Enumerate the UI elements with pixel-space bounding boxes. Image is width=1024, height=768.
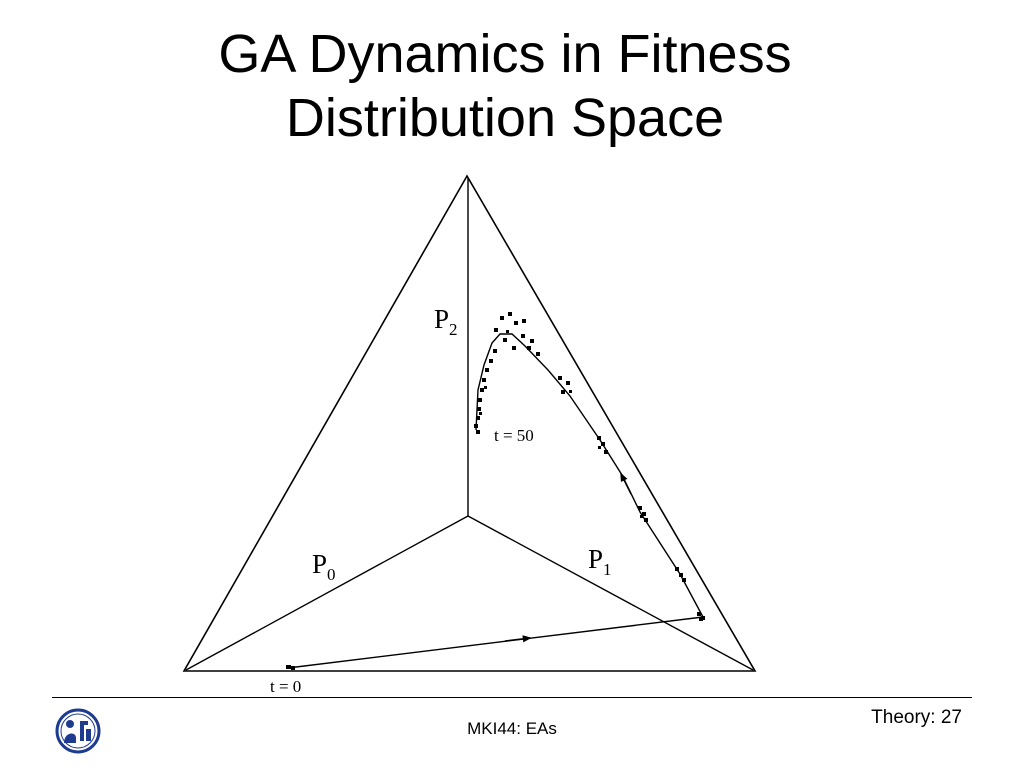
- university-logo-icon: [55, 708, 101, 754]
- label-t-start: t = 0: [270, 677, 301, 696]
- label-p0: P0: [312, 549, 336, 584]
- label-t-end: t = 50: [494, 426, 534, 445]
- footer-course: MKI44: EAs: [467, 719, 557, 738]
- label-p1: P1: [588, 544, 612, 579]
- footer-divider: [52, 697, 972, 698]
- population-samples: [286, 312, 705, 670]
- trajectory-arrow-2: [620, 472, 632, 495]
- axis-p0: [185, 515, 469, 671]
- trajectory-segment-initial: [287, 616, 704, 669]
- trajectory-segment-main: [475, 333, 704, 618]
- title-line-2: Distribution Space: [285, 88, 725, 148]
- footer-slide-number: Theory: 27: [871, 707, 962, 728]
- trajectory-arrow-1: [504, 635, 532, 643]
- slide-title: GA Dynamics in Fitness Distribution Spac…: [0, 22, 1010, 150]
- simplex-outline: [182, 174, 757, 672]
- axis-p1: [467, 515, 754, 671]
- title-line-1: GA Dynamics in Fitness: [218, 24, 792, 84]
- label-p2: P2: [434, 304, 458, 339]
